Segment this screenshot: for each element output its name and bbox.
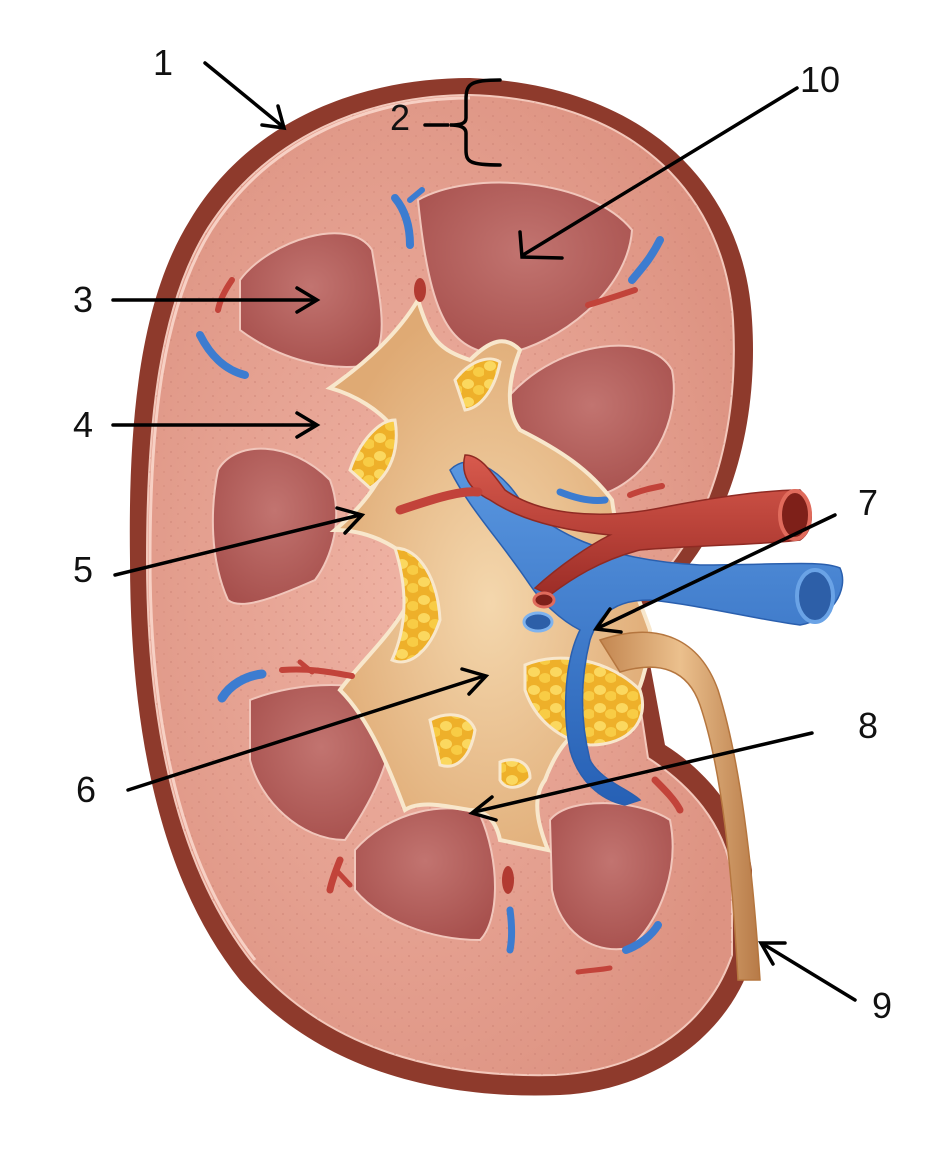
leader-line-8 <box>472 731 814 814</box>
renal-pyramid <box>354 807 496 942</box>
renal-artery-lumen <box>778 489 812 541</box>
interlobar-vein <box>628 236 664 284</box>
interlobar-vein <box>407 187 425 203</box>
interlobar-artery <box>414 278 426 302</box>
leader-line-6 <box>126 674 486 792</box>
arcuate-artery <box>585 287 638 308</box>
leader-arrowhead-10 <box>518 230 564 260</box>
arcuate-artery <box>279 666 355 679</box>
renal-artery-branch-lumen <box>532 591 556 609</box>
arcuate-artery <box>627 483 665 498</box>
renal-pyramid <box>249 684 394 842</box>
callout-number: 1 <box>153 42 173 83</box>
renal-sinus-fat <box>453 357 502 412</box>
callout-number: 6 <box>76 769 96 810</box>
leader-arrowhead-3 <box>295 286 321 314</box>
kidney <box>129 78 844 1096</box>
interlobar-vessels <box>196 187 684 975</box>
callout-number: 4 <box>73 404 93 445</box>
renal-vein-branch-lumen <box>522 611 554 633</box>
renal-pyramid <box>211 447 338 605</box>
bracket-2 <box>449 78 502 167</box>
renal-sinus-fat <box>390 546 442 664</box>
leader-arrowhead-5 <box>335 506 366 535</box>
callout-labels: 1 2 3 4 5 6 7 8 9 10 <box>73 42 892 1026</box>
arcuate-artery <box>215 277 235 313</box>
segmental-artery <box>395 487 483 515</box>
renal-artery <box>463 454 812 596</box>
leader-arrowhead-1 <box>260 104 287 131</box>
leader-arrowhead-8 <box>468 795 498 822</box>
renal-sinus-fat <box>348 418 398 490</box>
interlobar-vein <box>622 921 662 954</box>
callout-number: 3 <box>73 279 93 320</box>
interlobar-vein <box>506 906 515 954</box>
callout-number: 10 <box>800 59 840 100</box>
arcuate-artery <box>575 965 613 975</box>
renal-sinus-fat <box>428 713 477 768</box>
callout-number: 7 <box>858 482 878 523</box>
callout-number: 8 <box>858 705 878 746</box>
arcuate-artery <box>297 659 315 675</box>
leader-line-7 <box>596 513 837 630</box>
leader-line-10 <box>521 86 799 257</box>
interlobar-vein <box>217 669 267 703</box>
callout-number: 5 <box>73 549 93 590</box>
leader-line-5 <box>113 513 362 577</box>
interlobar-vein <box>556 488 609 504</box>
leader-lines <box>111 61 857 1002</box>
leader-arrowhead-4 <box>295 411 321 439</box>
renal-vein-lumen <box>795 568 835 624</box>
leader-line-9 <box>761 942 857 1002</box>
leader-arrowhead-7 <box>592 607 623 634</box>
leader-arrowhead-9 <box>757 941 787 966</box>
interlobar-vein <box>196 331 249 379</box>
arcuate-artery <box>326 856 344 894</box>
ureter <box>598 631 761 981</box>
interlobar-artery <box>502 866 514 894</box>
callout-number: 9 <box>872 985 892 1026</box>
cortex-outline <box>148 96 471 961</box>
leader-line-1 <box>203 61 284 128</box>
renal-sinus-fat <box>498 758 532 789</box>
leader-arrowhead-6 <box>460 667 490 696</box>
renal-pyramid <box>548 802 674 951</box>
callout-number: 2 <box>390 97 410 138</box>
arcuate-artery <box>333 867 353 888</box>
arcuate-artery <box>651 776 684 814</box>
interlobar-vein <box>391 194 414 249</box>
